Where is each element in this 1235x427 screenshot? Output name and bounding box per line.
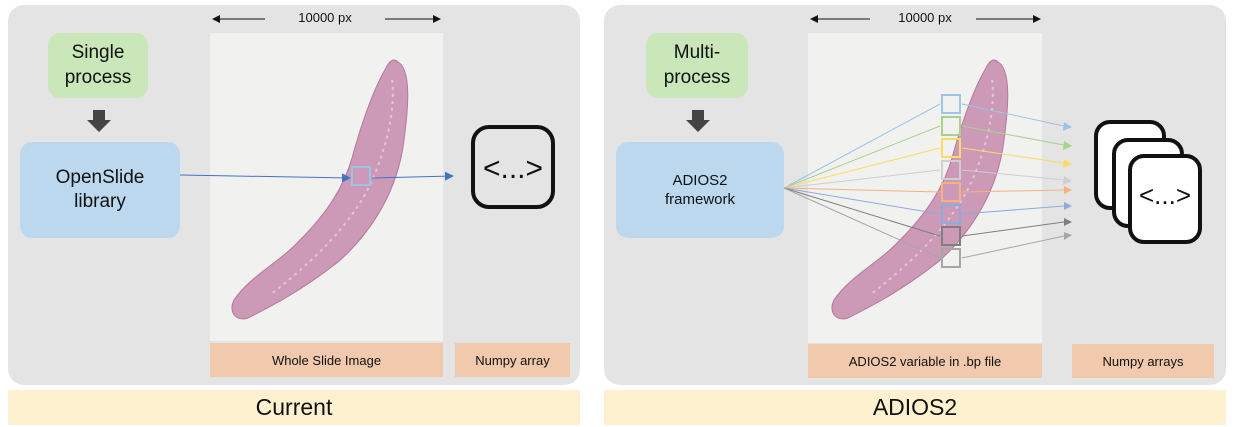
left-read-chunk xyxy=(351,166,371,186)
adios2-fanout-lines xyxy=(783,103,941,259)
single-process-line1: Single xyxy=(71,42,125,64)
right-width-label: 10000 px xyxy=(898,10,952,25)
tissue-sample-left xyxy=(231,59,409,320)
single-process-box: Single process xyxy=(48,33,148,98)
right-array-icon-text: <...> xyxy=(1139,180,1191,210)
right-down-arrow xyxy=(686,110,710,132)
multi-process-line1: Multi- xyxy=(673,42,721,64)
numpy-array-label: Numpy array xyxy=(455,343,570,377)
adios2-footer: ADIOS2 xyxy=(604,390,1226,425)
multi-process-line2: process xyxy=(663,66,731,88)
openslide-line2: library xyxy=(74,191,126,212)
current-footer: Current xyxy=(8,390,580,425)
whole-slide-image-label: Whole Slide Image xyxy=(210,343,443,377)
left-arrow-to-array xyxy=(371,171,454,181)
left-width-label: 10000 px xyxy=(298,10,352,25)
adios2-line1: ADIOS2 xyxy=(672,171,728,189)
adios2-variable-label: ADIOS2 variable in .bp file xyxy=(808,344,1042,378)
adios2-chunks xyxy=(941,94,961,268)
left-arrow-to-chunk xyxy=(179,173,351,183)
adios2-output-arrows xyxy=(961,103,1072,259)
left-array-icon-text: <...> xyxy=(483,152,543,185)
openslide-library-box: OpenSlide library xyxy=(20,142,180,238)
multi-process-box: Multi- process xyxy=(646,33,748,98)
openslide-line1: OpenSlide xyxy=(55,166,145,188)
numpy-arrays-icon: <...> xyxy=(1094,120,1202,244)
numpy-array-icon: <...> xyxy=(471,125,555,209)
adios2-line2: framework xyxy=(664,191,735,208)
left-down-arrow xyxy=(87,110,111,132)
numpy-arrays-label: Numpy arrays xyxy=(1072,344,1214,378)
single-process-line2: process xyxy=(64,66,132,88)
adios2-framework-box: ADIOS2 framework xyxy=(616,142,784,238)
